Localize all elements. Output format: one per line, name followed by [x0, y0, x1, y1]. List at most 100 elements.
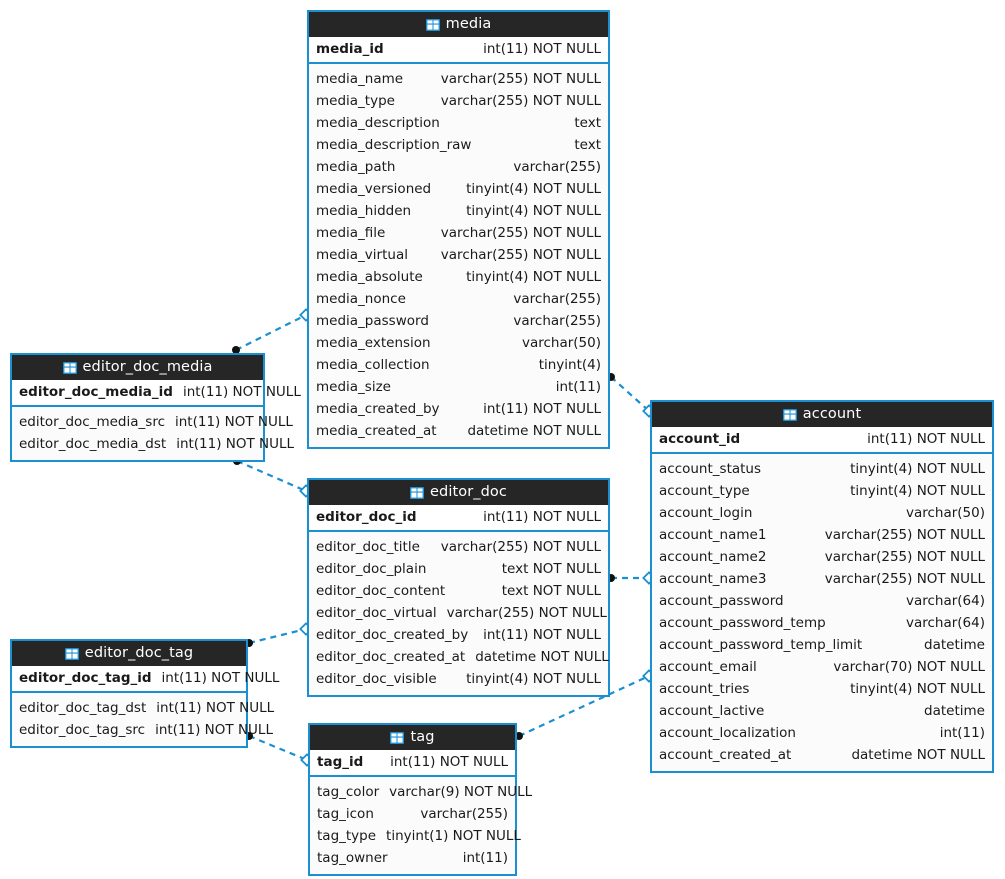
- relationship-rel-editor_doc_media-editor_doc[interactable]: [233, 457, 313, 498]
- field-name: media_file: [316, 225, 386, 241]
- field-type: tinyint(4) NOT NULL: [466, 269, 601, 285]
- field-type: text: [574, 137, 601, 153]
- field-row[interactable]: media_file varchar(255) NOT NULL: [309, 222, 608, 244]
- table-icon: [390, 731, 405, 744]
- entity-title: account: [802, 406, 862, 422]
- relationship-line: [236, 459, 307, 493]
- entity-header-editor_doc_media[interactable]: editor_doc_media: [12, 355, 263, 380]
- entity-header-editor_doc_tag[interactable]: editor_doc_tag: [12, 641, 246, 666]
- field-type: int(11) NOT NULL: [483, 627, 601, 643]
- field-row[interactable]: editor_doc_visible tinyint(4) NOT NULL: [309, 668, 608, 690]
- entity-title: editor_doc: [430, 484, 507, 500]
- field-name: editor_doc_virtual: [316, 605, 437, 621]
- relationship-rel-editor_doc_media-media[interactable]: [232, 308, 313, 354]
- field-type: int(11) NOT NULL: [175, 414, 293, 430]
- field-name: account_name1: [659, 527, 767, 543]
- field-type: tinyint(4) NOT NULL: [466, 181, 601, 197]
- relationship-rel-media-account[interactable]: [607, 373, 656, 418]
- field-type: datetime NOT NULL: [475, 649, 609, 665]
- relationship-rel-editor_doc_tag-editor_doc[interactable]: [245, 622, 313, 647]
- field-name: account_id: [659, 431, 741, 447]
- field-row[interactable]: media_nonce varchar(255): [309, 288, 608, 310]
- field-name: media_hidden: [316, 203, 412, 219]
- table-icon: [64, 647, 79, 660]
- entity-header-media[interactable]: media: [309, 12, 608, 37]
- field-type: varchar(255) NOT NULL: [440, 225, 601, 241]
- entity-header-account[interactable]: account: [652, 402, 992, 427]
- field-name: editor_doc_visible: [316, 671, 437, 687]
- field-name: editor_doc_tag_id: [19, 670, 152, 686]
- entity-header-editor_doc[interactable]: editor_doc: [309, 480, 608, 505]
- field-name: media_nonce: [316, 291, 406, 307]
- field-name: account_created_at: [659, 747, 792, 763]
- field-type: varchar(255): [513, 291, 601, 307]
- field-type: int(11) NOT NULL: [182, 384, 301, 400]
- field-type: tinyint(4): [538, 357, 601, 373]
- field-type: datetime: [924, 637, 985, 653]
- entity-header-tag[interactable]: tag: [310, 725, 515, 750]
- field-type: tinyint(4) NOT NULL: [466, 671, 601, 687]
- entity-title: editor_doc_tag: [84, 645, 194, 661]
- relationship-rel-editor_doc-account[interactable]: [607, 571, 656, 585]
- field-name: editor_doc_tag_src: [19, 722, 146, 738]
- field-type: varchar(70) NOT NULL: [833, 659, 985, 675]
